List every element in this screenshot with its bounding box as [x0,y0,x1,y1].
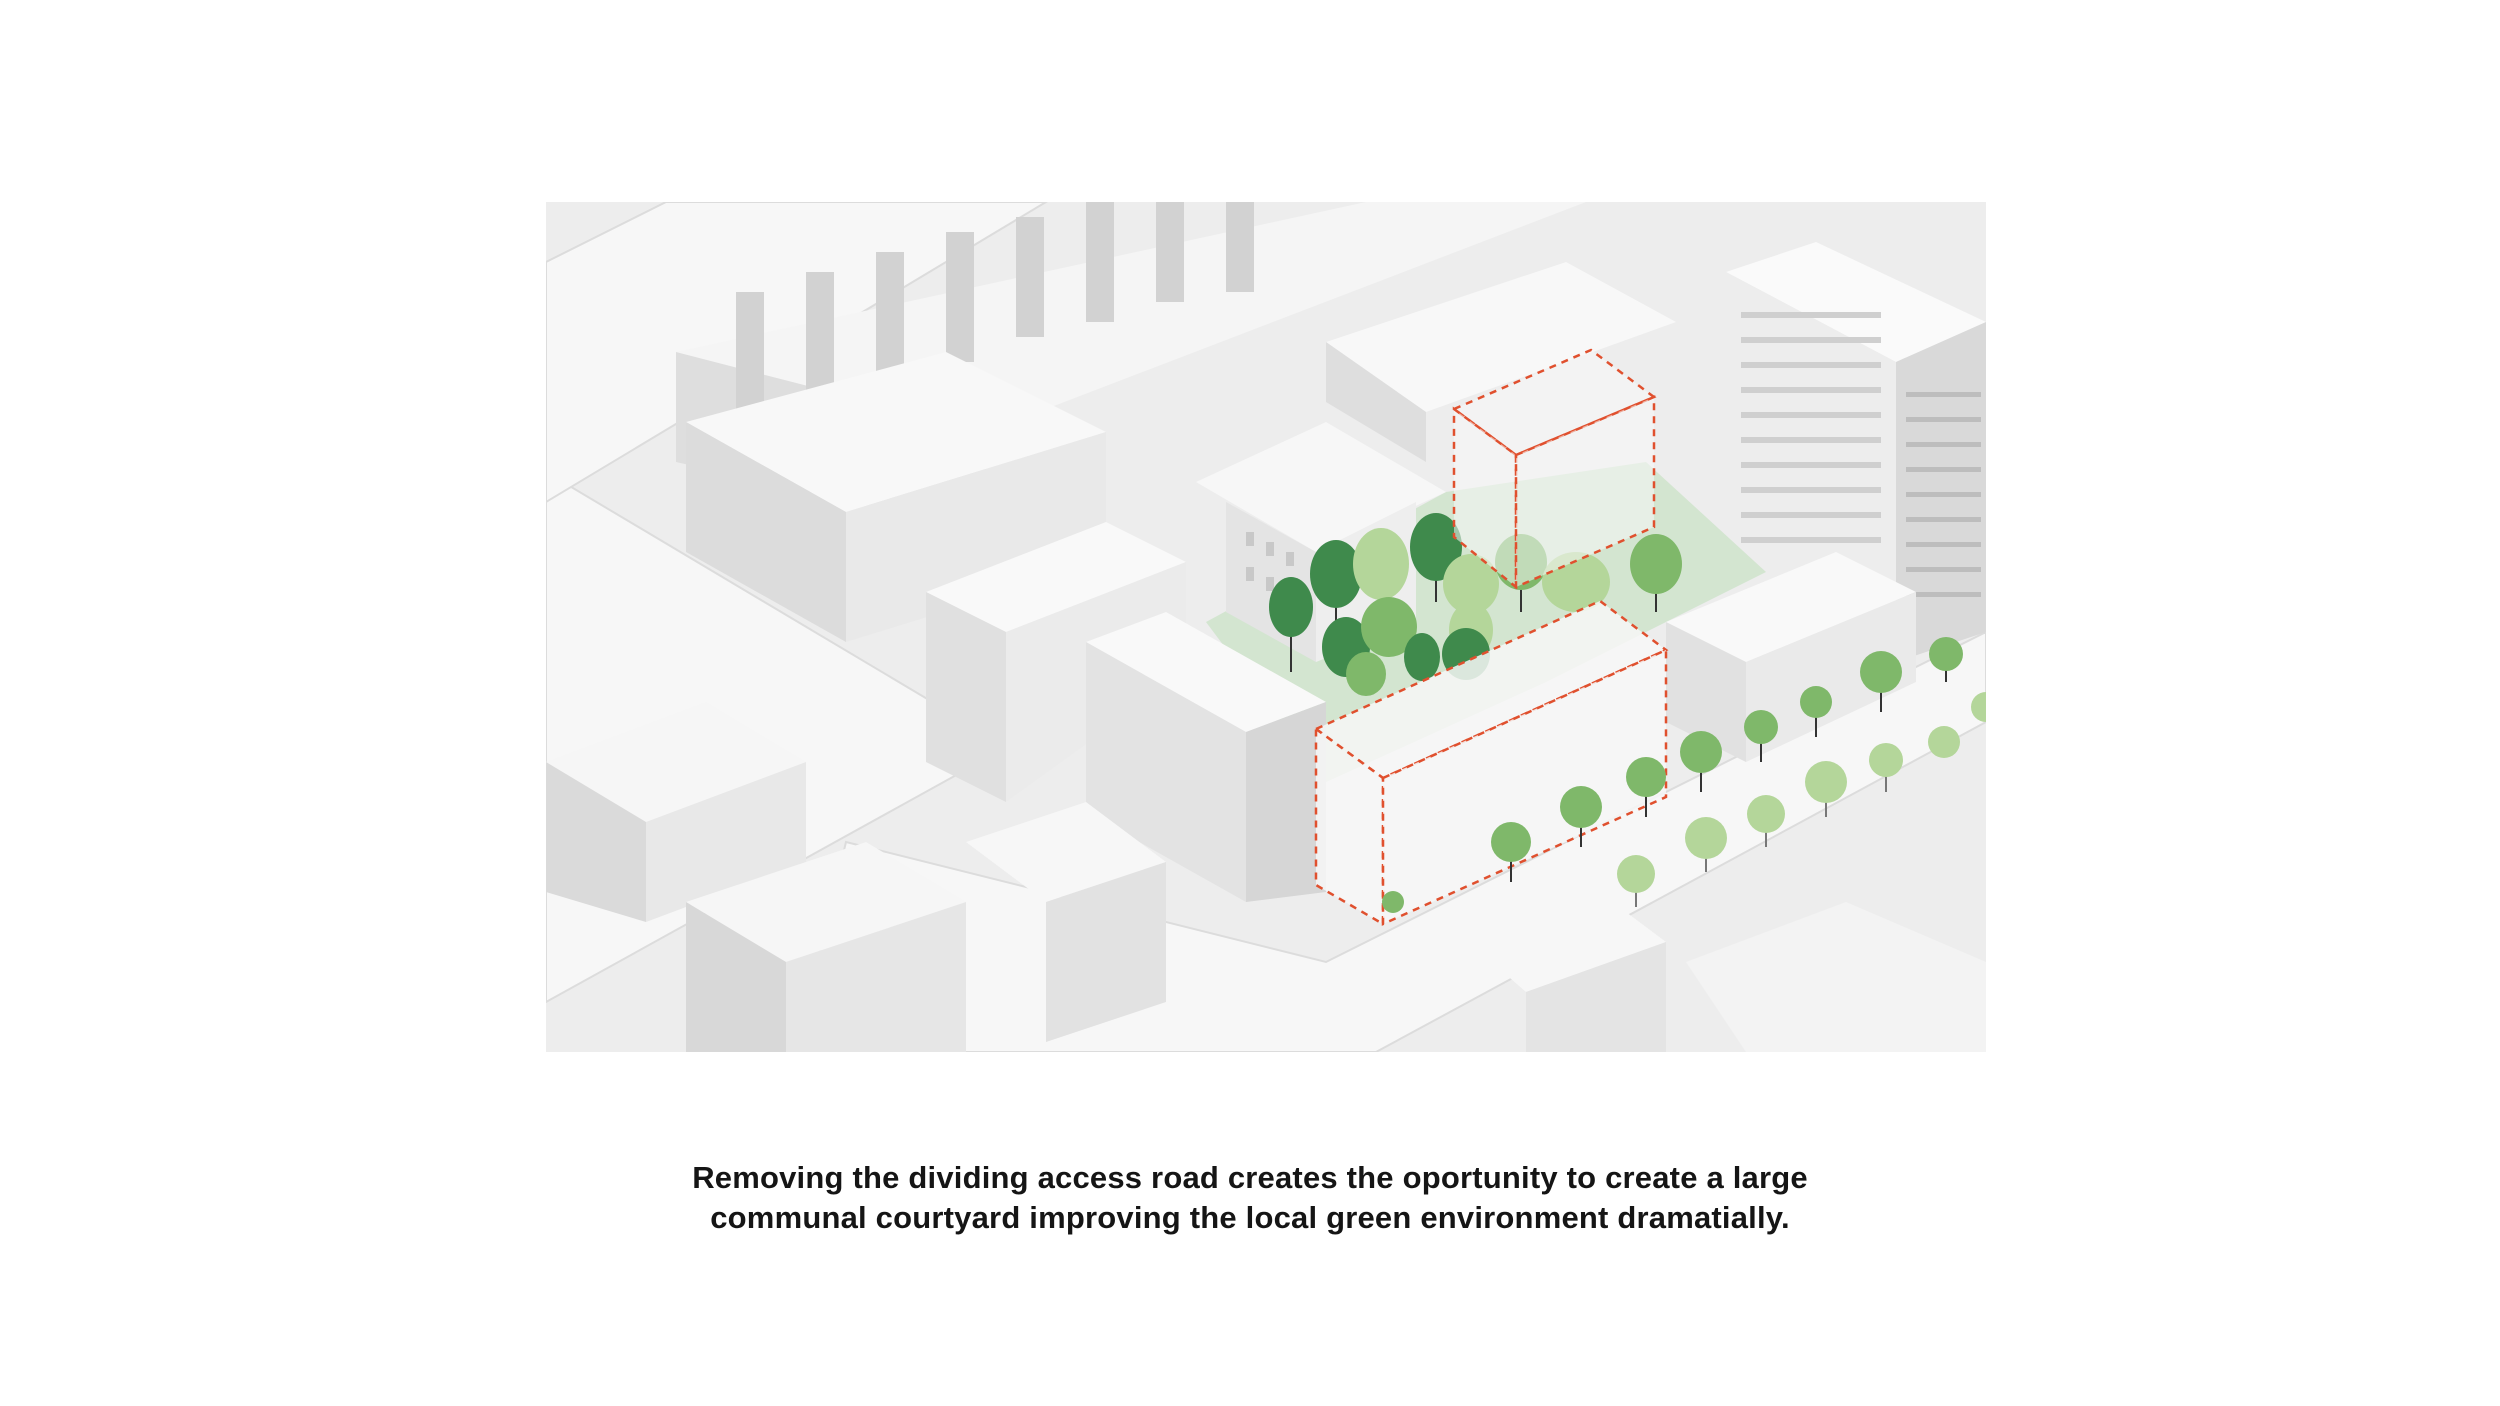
tree-icon [1617,855,1655,893]
tree-icon [1800,686,1832,718]
tree-icon [1929,637,1963,671]
building-corner [926,522,1326,902]
tree-icon [1404,633,1440,681]
tree-icon [1971,692,1986,722]
building-left [686,352,1106,642]
tree-icon [1443,554,1499,614]
tree-icon [1680,731,1722,773]
building-right-low [1666,552,1916,762]
tree-icon [1626,757,1666,797]
houses-foreground [546,702,1986,1052]
tree-icon [1747,795,1785,833]
tree-icon [1744,710,1778,744]
proposed-volume-front [1313,599,1669,927]
tree-icon [1560,786,1602,828]
tree-icon [1928,726,1960,758]
caption-line-1: Removing the dividing access road create… [692,1160,1808,1195]
tree-icon [1310,540,1362,608]
tree-icon [1353,528,1409,600]
building-row-right [1326,262,1676,462]
tree-icon [1630,534,1682,594]
courtyard-trees [1269,513,1682,696]
street-trees [1382,637,1986,913]
tree-icon [1869,743,1903,777]
isometric-site-model [546,202,1986,1052]
tree-icon [1361,597,1417,657]
caption-line-2: communal courtyard improving the local g… [710,1200,1790,1235]
proposed-volume-rear [1451,348,1657,590]
tree-icon [1860,651,1902,693]
tree-icon [1410,513,1462,581]
tree-icon [1805,761,1847,803]
figure-caption: Removing the dividing access road create… [500,1158,2000,1238]
tree-icon [1491,822,1531,862]
tree-icon [1269,577,1313,637]
building-tower [1726,242,1986,662]
tree-icon [1346,652,1386,696]
tree-icon [1685,817,1727,859]
tree-icon [1382,891,1404,913]
